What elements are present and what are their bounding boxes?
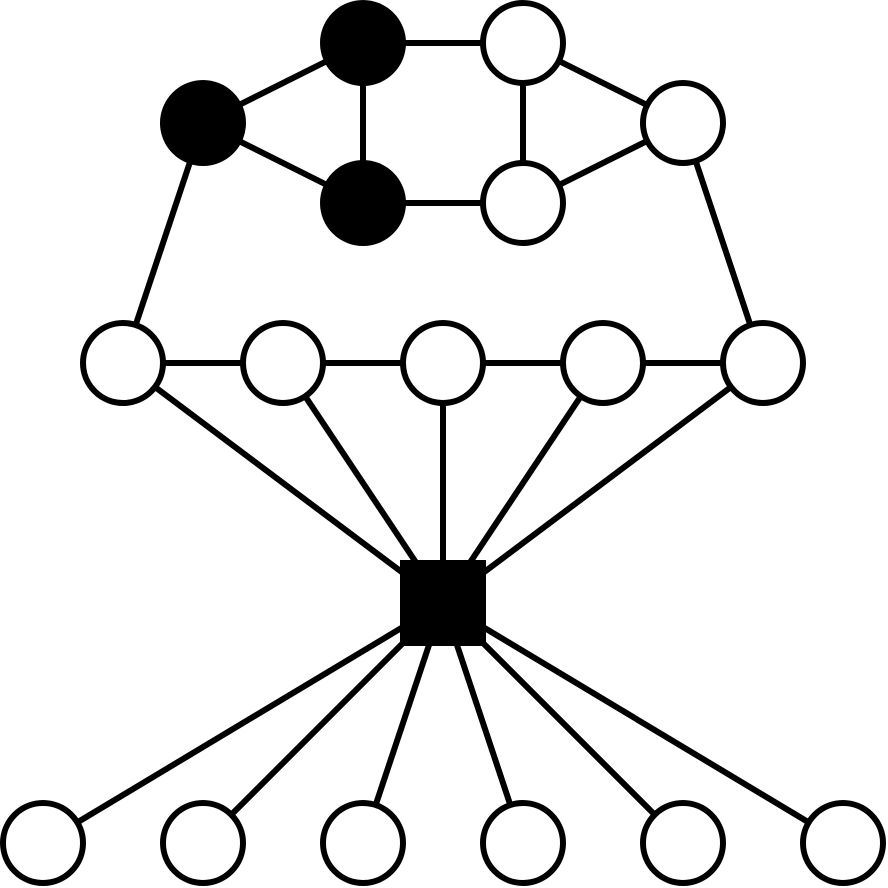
node-top-a bbox=[320, 0, 406, 86]
node-bottom-6 bbox=[800, 800, 886, 886]
node-bottom-3 bbox=[320, 800, 406, 886]
node-row-3 bbox=[400, 320, 486, 406]
node-bottom-5 bbox=[640, 800, 726, 886]
node-row-5 bbox=[720, 320, 806, 406]
edge-row-5-hub bbox=[441, 360, 765, 606]
node-row-4 bbox=[560, 320, 646, 406]
node-row-2 bbox=[240, 320, 326, 406]
node-top-b bbox=[480, 0, 566, 86]
edge-hub-bottom-1 bbox=[41, 600, 445, 846]
node-hub bbox=[400, 560, 486, 646]
node-left-a bbox=[160, 80, 246, 166]
node-right-a bbox=[640, 80, 726, 166]
node-mid-b bbox=[480, 160, 566, 246]
node-bottom-1 bbox=[0, 800, 86, 886]
edge-row-1-hub bbox=[121, 360, 445, 606]
node-bottom-4 bbox=[480, 800, 566, 886]
edges-layer bbox=[41, 40, 845, 846]
node-bottom-2 bbox=[160, 800, 246, 886]
node-row-1 bbox=[80, 320, 166, 406]
node-mid-a bbox=[320, 160, 406, 246]
edge-hub-bottom-6 bbox=[441, 600, 845, 846]
